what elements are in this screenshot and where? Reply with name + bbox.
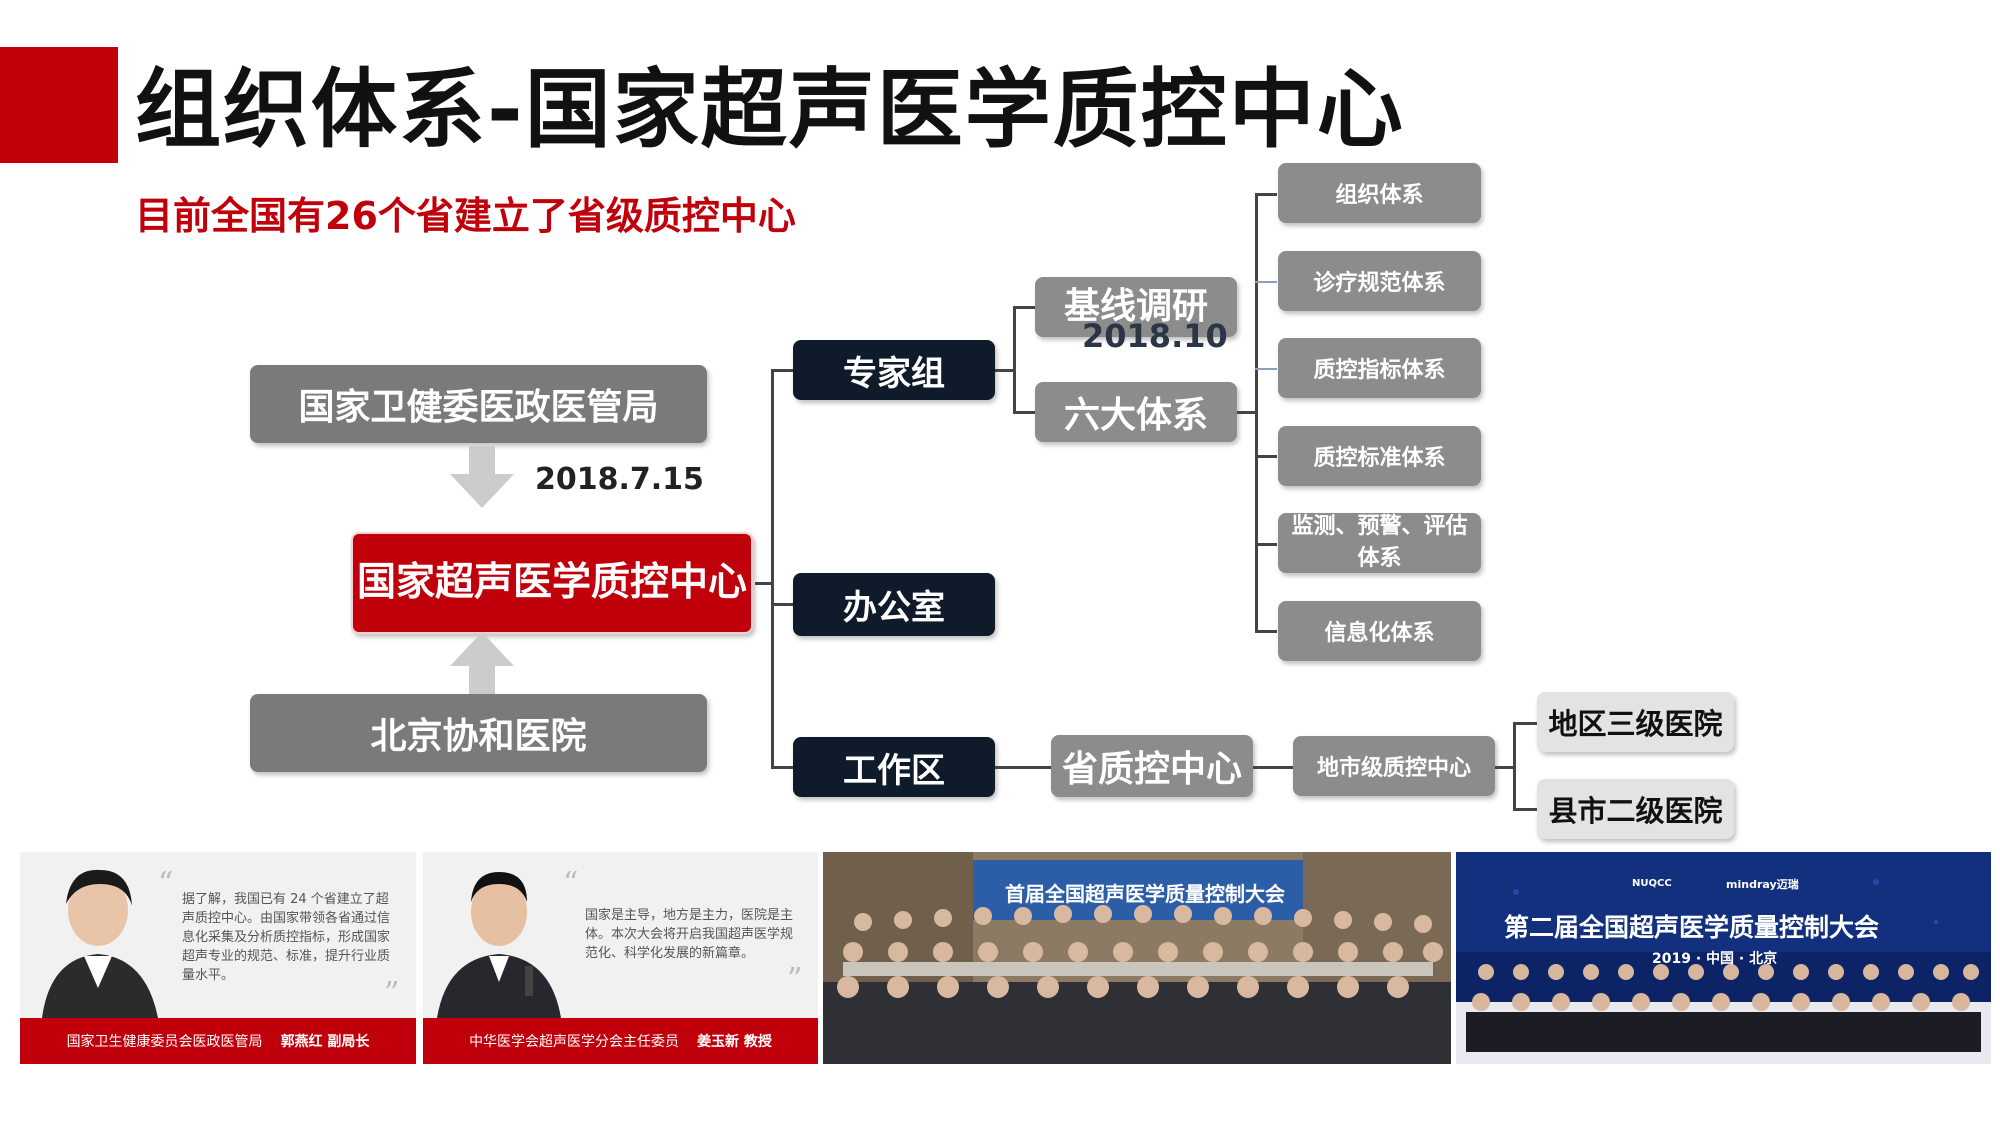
quote-2-caption-name: 姜玉新 教授 <box>697 1034 772 1050</box>
arrow-down-icon <box>450 446 514 508</box>
photo-2-year: 2019 · 中国 · 北京 <box>1652 951 1778 967</box>
system-item: 组织体系 <box>1278 163 1481 223</box>
connector-province-city <box>1253 766 1293 769</box>
quote-2-caption-org: 中华医学会超声医学分会主任委员 <box>469 1034 680 1050</box>
page-subtitle: 目前全国有26个省建立了省级质控中心 <box>135 194 796 238</box>
connector-to-level3 <box>1513 722 1537 725</box>
photo-2-logo-2: mindray迈瑞 <box>1726 878 1799 891</box>
work-area-label: 工作区 <box>843 750 945 791</box>
person-portrait-icon <box>30 858 170 1018</box>
connector-work-province <box>995 766 1051 769</box>
level3-hospital-label: 地区三级医院 <box>1548 707 1723 741</box>
work-area-box: 工作区 <box>793 737 995 797</box>
connector-system-6 <box>1255 630 1277 633</box>
system-label: 质控指标体系 <box>1313 358 1446 383</box>
group-photo-2: NUQCC mindray迈瑞 第二届全国超声医学质量控制大会 2019 · 中… <box>1456 852 1991 1064</box>
level2-hospital-label: 县市二级医院 <box>1548 794 1723 828</box>
connector-to-survey <box>1013 306 1035 309</box>
city-qc-label: 地市级质控中心 <box>1316 756 1471 781</box>
connector-center-out <box>755 582 773 585</box>
quote-2-text: 国家是主导，地方是主力，医院是主体。本次大会将开启我国超声医学规范化、科学化发展… <box>585 908 794 961</box>
open-quote-icon: “ <box>158 866 174 901</box>
system-label: 信息化体系 <box>1324 621 1435 646</box>
quote-1-caption: 国家卫生健康委员会医政医管局 郭燕红 副局长 <box>20 1018 416 1064</box>
office-box: 办公室 <box>793 573 995 636</box>
connector-city-out <box>1495 766 1515 769</box>
photo-2-logo-1: NUQCC <box>1632 878 1672 889</box>
system-item: 质控标准体系 <box>1278 426 1481 486</box>
quote-1-caption-name: 郭燕红 副局长 <box>280 1034 370 1050</box>
pumc-hospital-label: 北京协和医院 <box>370 716 587 757</box>
connector-systems-vertical <box>1255 193 1258 631</box>
connector-branch-vertical <box>771 369 774 768</box>
person-portrait-icon <box>429 858 569 1018</box>
arrow-up-icon <box>450 632 514 694</box>
open-quote-icon: “ <box>563 866 579 901</box>
system-label: 诊疗规范体系 <box>1313 271 1446 296</box>
page-title: 组织体系-国家超声医学质控中心 <box>135 60 1405 160</box>
system-item: 监测、预警、评估体系 <box>1278 513 1481 573</box>
national-qc-center-box: 国家超声医学质控中心 <box>351 532 753 634</box>
connector-system-3 <box>1255 368 1277 370</box>
expert-group-label: 专家组 <box>843 353 945 394</box>
photo-1-banner: 首届全国超声医学质量控制大会 <box>1005 882 1285 906</box>
province-qc-label: 省质控中心 <box>1061 749 1242 790</box>
system-label: 组织体系 <box>1335 183 1424 208</box>
quote-2-caption: 中华医学会超声医学分会主任委员 姜玉新 教授 <box>423 1018 818 1064</box>
close-quote-icon: ” <box>787 962 803 997</box>
quote-photo-1: “ 据了解，我国已有 24 个省建立了超声质控中心。由国家带领各省通过信息化采集… <box>20 852 416 1064</box>
pumc-hospital-box: 北京协和医院 <box>250 694 707 772</box>
baseline-survey-date: 2018.10 <box>1082 317 1228 355</box>
conference-hall-image <box>823 852 1451 1064</box>
connector-expert-vertical <box>1013 306 1016 414</box>
baseline-survey-label: 基线调研 <box>1063 286 1208 327</box>
level3-hospital-box: 地区三级医院 <box>1537 692 1734 752</box>
connector-system-5 <box>1255 543 1277 546</box>
photo-2-banner: 第二届全国超声医学质量控制大会 <box>1504 913 1880 942</box>
province-qc-box: 省质控中心 <box>1051 735 1253 797</box>
city-qc-box: 地市级质控中心 <box>1293 736 1495 796</box>
system-item: 信息化体系 <box>1278 601 1481 661</box>
national-qc-center-label: 国家超声医学质控中心 <box>357 560 748 605</box>
title-accent-bar <box>0 47 118 163</box>
office-label: 办公室 <box>843 588 945 628</box>
connector-to-work <box>771 766 793 769</box>
quote-photo-2: “ 国家是主导，地方是主力，医院是主体。本次大会将开启我国超声医学规范化、科学化… <box>423 852 818 1064</box>
system-item: 质控指标体系 <box>1278 338 1481 398</box>
health-commission-box: 国家卫健委医政医管局 <box>250 365 707 443</box>
connector-six-out <box>1237 411 1257 414</box>
connector-to-level2 <box>1513 808 1537 811</box>
baseline-survey-box: 基线调研 <box>1035 277 1237 337</box>
six-systems-label: 六大体系 <box>1063 395 1208 436</box>
connector-expert-out <box>995 369 1015 372</box>
system-item: 诊疗规范体系 <box>1278 251 1481 311</box>
connector-to-six <box>1013 411 1035 414</box>
conference-stage-image <box>1456 852 1991 1064</box>
system-label: 监测、预警、评估体系 <box>1291 514 1468 571</box>
establish-date: 2018.7.15 <box>535 462 704 497</box>
connector-to-office <box>771 603 793 606</box>
level2-hospital-box: 县市二级医院 <box>1537 779 1734 839</box>
connector-system-1 <box>1255 193 1277 196</box>
connector-hospital-vertical <box>1513 722 1516 811</box>
connector-to-expert <box>771 369 793 372</box>
close-quote-icon: ” <box>384 976 400 1011</box>
quote-1-caption-org: 国家卫生健康委员会医政医管局 <box>66 1034 263 1050</box>
system-label: 质控标准体系 <box>1313 446 1446 471</box>
six-systems-box: 六大体系 <box>1035 382 1237 442</box>
connector-system-2 <box>1255 281 1277 283</box>
quote-1-text: 据了解，我国已有 24 个省建立了超声质控中心。由国家带领各省通过信息化采集及分… <box>182 892 391 983</box>
connector-system-4 <box>1255 455 1277 458</box>
health-commission-label: 国家卫健委医政医管局 <box>298 387 659 428</box>
group-photo-1: 首届全国超声医学质量控制大会 <box>823 852 1451 1064</box>
expert-group-box: 专家组 <box>793 340 995 400</box>
